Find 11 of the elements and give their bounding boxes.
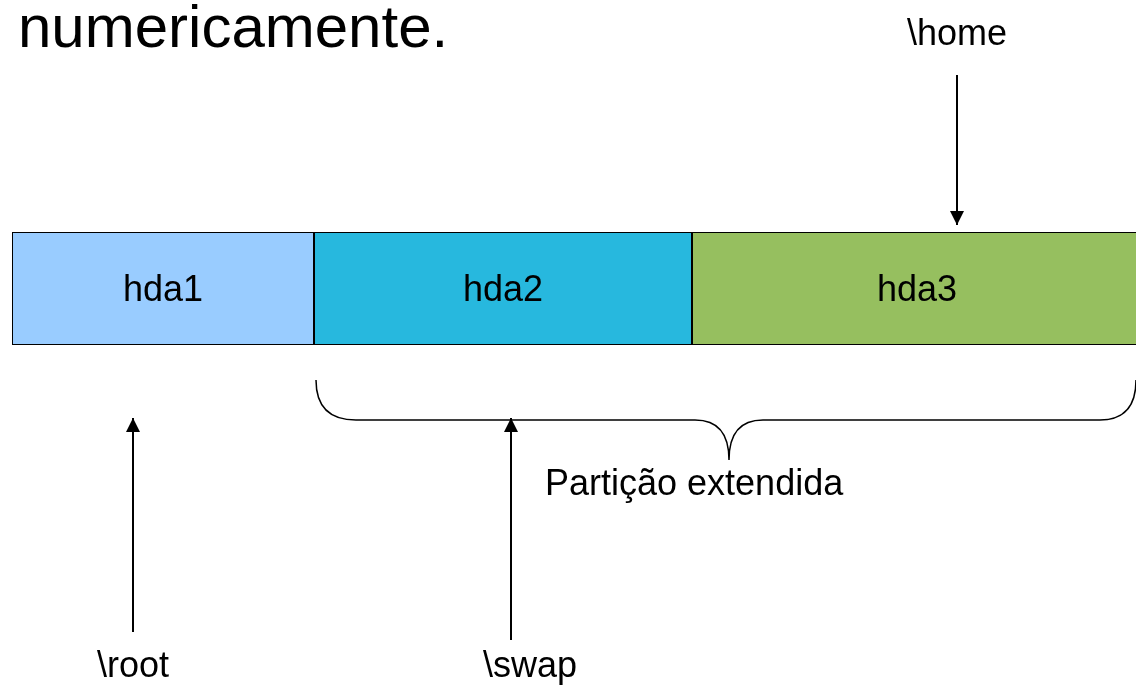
- arrow: [126, 417, 140, 633]
- mount-point-label: \home: [885, 10, 1029, 56]
- partition-segment: hda2: [314, 232, 692, 345]
- partition-segment: hda1: [12, 232, 314, 345]
- arrow: [504, 417, 518, 641]
- arrow: [950, 74, 964, 226]
- partition-segment: hda3: [692, 232, 1136, 345]
- heading-text: numericamente.: [18, 0, 449, 61]
- mount-point-label: \swap: [455, 642, 605, 688]
- brace-label: Partição extendida: [545, 462, 844, 504]
- mount-point-label: \root: [70, 642, 196, 688]
